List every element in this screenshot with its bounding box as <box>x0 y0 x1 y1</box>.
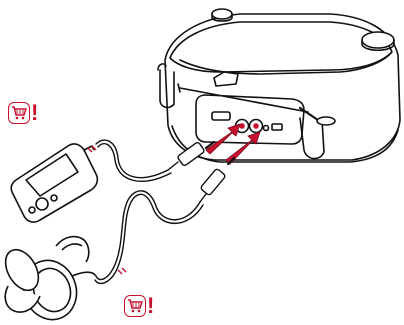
media-player <box>11 144 97 222</box>
warning-mark: ! <box>31 102 38 124</box>
headphones <box>0 237 96 325</box>
shopping-cart-icon <box>124 295 146 317</box>
warning-mark: ! <box>147 295 154 317</box>
radio-unit <box>158 9 400 162</box>
shopping-cart-callout-top: ! <box>8 102 38 124</box>
shopping-cart-callout-bottom: ! <box>124 295 154 317</box>
shopping-cart-icon <box>8 102 30 124</box>
